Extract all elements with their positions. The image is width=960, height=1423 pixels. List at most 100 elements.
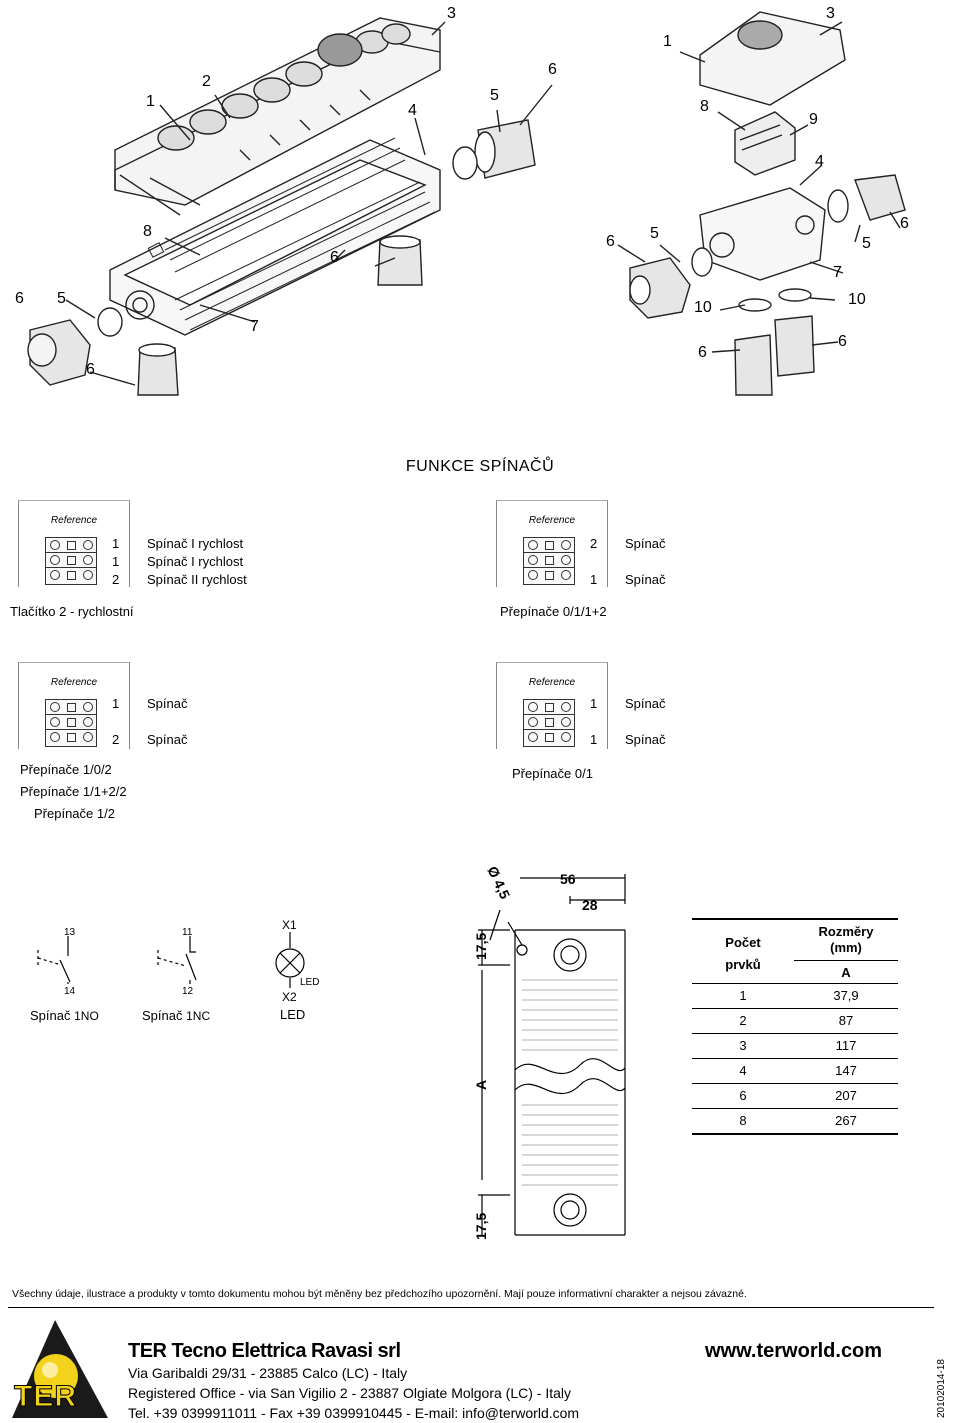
callout-6d: 6 (86, 361, 95, 378)
callout-4: 4 (408, 102, 417, 119)
callout-r7: 7 (833, 264, 842, 281)
dimension-drawing (478, 874, 626, 1236)
callout-r6b: 6 (900, 215, 909, 232)
block2-text-2: Spínač (625, 572, 666, 587)
no-bottom-terminal: 14 (64, 986, 76, 997)
no-contact-label: Spínač 1NO (30, 1008, 99, 1023)
callout-r10b: 10 (848, 291, 866, 308)
ter-logo (12, 1320, 108, 1418)
table-header-dims: Rozměry (818, 924, 874, 939)
nc-contact-label: Spínač 1NC (142, 1008, 211, 1023)
reference-panel-3: Reference (18, 662, 130, 749)
led-x1: X1 (282, 918, 297, 932)
callout-1: 1 (146, 93, 155, 110)
block3-text-1: Spínač (147, 696, 188, 711)
section-title: FUNKCE SPÍNAČŮ (405, 458, 555, 475)
block3-num-1: 1 (112, 696, 120, 711)
reference-bar: Reference (50, 515, 98, 526)
footer-divider (8, 1307, 934, 1308)
block3-num-2: 2 (112, 732, 120, 747)
reference-bar: Reference (50, 677, 98, 688)
nc-top-terminal: 11 (182, 927, 193, 938)
table-header-count-2: prvků (725, 957, 761, 972)
reference-panel-1: Reference (18, 500, 130, 587)
disclaimer: Všechny údaje, ilustrace a produkty v to… (12, 1288, 747, 1300)
callout-6b: 6 (330, 249, 339, 266)
block4-text-1: Spínač (625, 696, 666, 711)
block1-caption: Tlačítko 2 - rychlostní (10, 604, 134, 619)
exploded-drawings (27, 11, 906, 396)
callout-3: 3 (447, 5, 456, 22)
block3-caption-1: Přepínače 1/0/2 (20, 762, 112, 777)
callout-r4: 4 (815, 153, 824, 170)
block4-caption: Přepínače 0/1 (512, 766, 593, 781)
callout-2: 2 (202, 73, 211, 90)
callout-r6d: 6 (838, 333, 847, 350)
block1-num-2: 1 (112, 554, 120, 569)
callout-r3: 3 (826, 5, 835, 22)
block3-caption-3: Přepínače 1/2 (34, 806, 115, 821)
reference-panel-4: Reference (496, 662, 608, 749)
reference-panel-2: Reference (496, 500, 608, 587)
table-header-count: Počet (725, 935, 761, 950)
ter-logo-text: TER (14, 1380, 77, 1414)
callout-r6c: 6 (698, 344, 707, 361)
document-code: 20102014-18 (936, 1359, 947, 1418)
contact-block-diagram (45, 537, 97, 585)
callout-r8: 8 (700, 98, 709, 115)
table-header-dims-unit: (mm) (830, 940, 862, 955)
block3-text-2: Spínač (147, 732, 188, 747)
dim-28: 28 (582, 897, 598, 913)
block4-num-1: 1 (590, 696, 598, 711)
callout-7: 7 (250, 318, 259, 335)
block1-num-3: 2 (112, 572, 120, 587)
callout-6c: 6 (15, 290, 24, 307)
company-website[interactable]: www.terworld.com (705, 1340, 883, 1362)
callout-r9: 9 (809, 111, 818, 128)
contact-symbols (37, 932, 305, 988)
block2-num-2: 1 (590, 572, 598, 587)
led-x2: X2 (282, 990, 297, 1004)
no-top-terminal: 13 (64, 927, 76, 938)
callout-6: 6 (548, 61, 557, 78)
contact-block-diagram (523, 699, 575, 747)
block1-text-3: Spínač II rychlost (147, 572, 247, 587)
company-contact: Tel. +39 0399911011 - Fax +39 0399910445… (128, 1405, 580, 1421)
dim-56: 56 (560, 871, 576, 887)
reference-bar: Reference (528, 515, 576, 526)
callout-r5: 5 (650, 225, 659, 242)
block2-num-1: 2 (590, 536, 598, 551)
company-address-1: Via Garibaldi 29/31 - 23885 Calco (LC) -… (128, 1365, 408, 1381)
contact-block-diagram (45, 699, 97, 747)
led-tag: LED (300, 977, 320, 988)
led-label: LED (280, 1007, 306, 1022)
company-address-2: Registered Office - via San Vigilio 2 - … (128, 1385, 572, 1401)
block4-num-2: 1 (590, 732, 598, 747)
contact-block-diagram (523, 537, 575, 585)
dim-17-5-top: 17,5 (473, 932, 489, 960)
callout-r6: 6 (606, 233, 615, 250)
nc-bottom-terminal: 12 (182, 986, 194, 997)
company-name: TER Tecno Elettrica Ravasi srl (128, 1340, 401, 1362)
callout-5: 5 (490, 87, 499, 104)
block2-text-1: Spínač (625, 536, 666, 551)
callout-r1: 1 (663, 33, 672, 50)
block1-text-2: Spínač I rychlost (147, 554, 244, 569)
block1-num-1: 1 (112, 536, 120, 551)
callout-r5b: 5 (862, 235, 871, 252)
block2-caption: Přepínače 0/1/1+2 (500, 604, 607, 619)
block4-text-2: Spínač (625, 732, 666, 747)
block3-caption-2: Přepínače 1/1+2/2 (20, 784, 127, 799)
callout-8: 8 (143, 223, 152, 240)
table-header-a: A (794, 960, 898, 981)
dim-a: A (473, 1079, 489, 1090)
block1-text-1: Spínač I rychlost (147, 536, 244, 551)
